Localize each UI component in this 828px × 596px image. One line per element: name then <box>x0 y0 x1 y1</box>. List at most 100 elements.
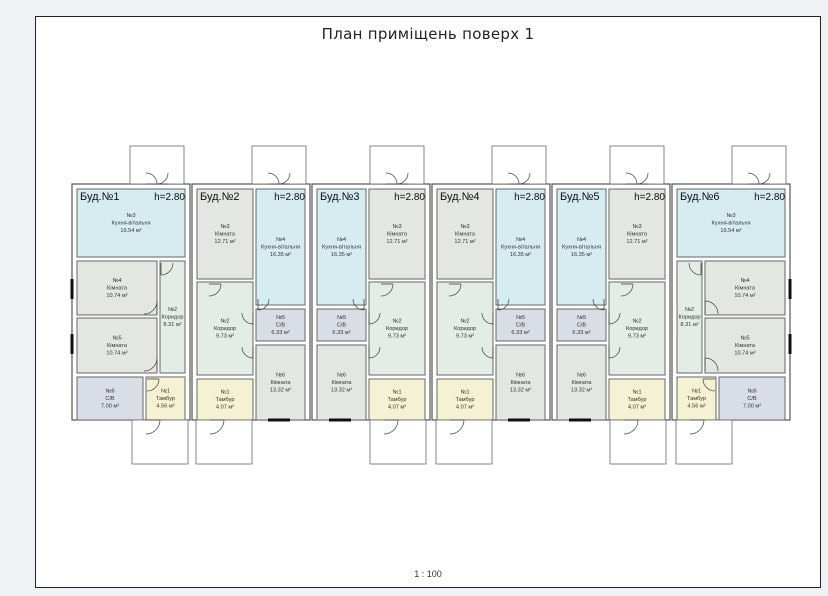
room-fill <box>436 188 494 280</box>
room-name: Кімната <box>107 343 128 349</box>
door-swing-arc <box>481 346 494 359</box>
scale-label: 1 : 100 <box>414 569 442 579</box>
room-number: №1 <box>460 390 469 396</box>
room-name: Тамбур <box>456 397 475 403</box>
door-swing-arc <box>702 378 716 392</box>
door-swing-arc <box>383 419 399 435</box>
room-fill <box>316 308 367 342</box>
door-swing-arc <box>368 312 381 325</box>
room-area: 4.07 м² <box>628 405 646 411</box>
room-fill <box>76 188 186 258</box>
door-swing-arc <box>689 419 705 435</box>
room-number: №6 <box>276 373 285 379</box>
room-fill <box>704 260 786 316</box>
door-swing-arc <box>208 283 222 297</box>
room-number: №6 <box>105 389 114 395</box>
room-area: 6.33 м² <box>271 330 289 336</box>
door-swing-arc <box>278 172 291 185</box>
room-fill <box>495 188 546 306</box>
room-area: 9.73 м² <box>628 334 646 340</box>
room-area: 19.54 м² <box>120 228 141 234</box>
room-number: №3 <box>726 213 735 219</box>
terrace <box>491 145 547 185</box>
room-number: №5 <box>337 315 346 321</box>
room-number: №2 <box>685 307 694 313</box>
room-number: №5 <box>740 336 749 342</box>
door-swing-arc <box>145 172 158 185</box>
room-name: Тамбур <box>156 396 175 402</box>
door-swing-arc <box>608 312 621 325</box>
room-name: Кімната <box>215 232 236 238</box>
door-swing-arc <box>385 172 398 185</box>
room-name: Кімната <box>735 343 756 349</box>
door-swing-arc <box>636 172 649 185</box>
door-swing-arc <box>145 419 161 435</box>
room-fill <box>608 188 666 280</box>
room-area: 4.07 м² <box>388 405 406 411</box>
room-name: Тамбур <box>687 396 706 402</box>
room-area: 8.31 м² <box>680 322 698 328</box>
room-fill <box>368 281 426 376</box>
door-swing-arc <box>143 300 158 315</box>
room-number: №5 <box>276 315 285 321</box>
room-area: 10.74 м² <box>106 293 127 299</box>
room-area: 10.74 м² <box>734 351 755 357</box>
room-fill <box>196 281 254 376</box>
room-name: Тамбур <box>388 397 407 403</box>
room-name: С/В <box>105 396 115 402</box>
room-name: Кімната <box>270 380 291 386</box>
room-area: 9.73 м² <box>456 334 474 340</box>
room-name: Коридор <box>626 326 648 332</box>
room-name: Коридор <box>161 315 183 321</box>
room-area: 6.33 м² <box>572 330 590 336</box>
ceiling-height: h=2.80 <box>274 192 305 203</box>
room-number: №4 <box>516 237 525 243</box>
door-swing-arc <box>507 172 520 185</box>
door-swing-arc <box>241 312 254 325</box>
ceiling-height: h=2.80 <box>754 192 785 203</box>
room-fill <box>255 308 306 342</box>
door-swing-arc <box>623 419 639 435</box>
room-name: Кімната <box>735 286 756 292</box>
door-swing-arc <box>267 172 280 185</box>
room-name: Кухня-вітальня <box>322 245 361 251</box>
room-number: №4 <box>112 278 121 284</box>
door-swing-arc <box>449 419 465 435</box>
room-number: №3 <box>126 213 135 219</box>
porch <box>369 419 427 465</box>
room-name: Коридор <box>214 326 236 332</box>
room-area: 7.00 м² <box>743 404 761 410</box>
room-number: №1 <box>692 389 701 395</box>
room-area: 6.33 м² <box>511 330 529 336</box>
room-area: 13.32 м² <box>331 388 352 394</box>
room-fill <box>608 281 666 376</box>
door-swing-arc <box>209 419 225 435</box>
building-name: Буд.№4 <box>440 191 480 203</box>
door-swing-arc <box>620 283 634 297</box>
door-swing-arc <box>368 346 381 359</box>
room-area: 16.35 м² <box>510 252 531 258</box>
room-fill <box>676 188 786 258</box>
room-name: С/В <box>276 323 286 329</box>
room-area: 16.35 м² <box>270 252 291 258</box>
room-area: 4.07 м² <box>216 405 234 411</box>
room-name: Кімната <box>571 380 592 386</box>
room-name: Тамбур <box>216 397 235 403</box>
room-number: №6 <box>747 389 756 395</box>
ceiling-height: h=2.80 <box>394 192 425 203</box>
